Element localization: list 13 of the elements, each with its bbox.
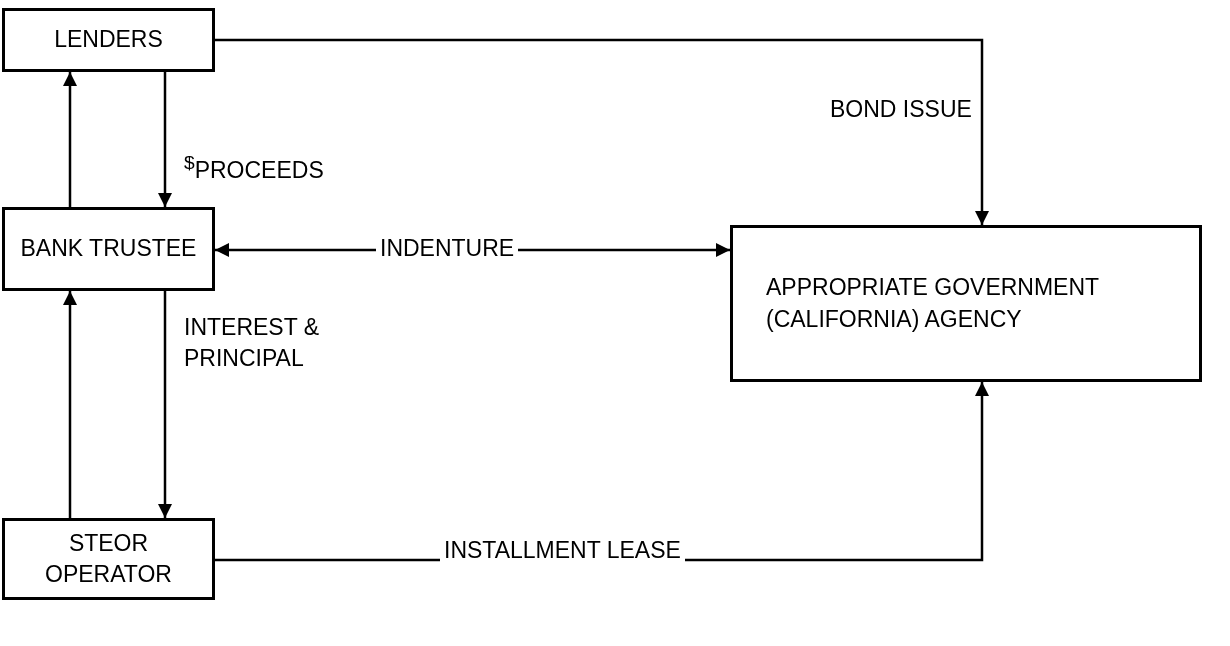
entity-name: LENDERS (54, 25, 163, 55)
arrow (158, 72, 172, 207)
entity-box (730, 225, 1202, 382)
entity-box (2, 518, 215, 600)
entity-name: APPROPRIATE GOVERNMENT (CALIFORNIA) AGENCY (766, 273, 1100, 334)
entity-name: STEOR OPERATOR (44, 528, 173, 589)
arrow (63, 291, 77, 518)
arrow (158, 291, 172, 518)
arrow (215, 38, 989, 225)
entity-box (2, 207, 215, 291)
entity-name: BANK TRUSTEE (20, 234, 197, 264)
arrow (63, 72, 77, 207)
entity-box (2, 8, 215, 72)
